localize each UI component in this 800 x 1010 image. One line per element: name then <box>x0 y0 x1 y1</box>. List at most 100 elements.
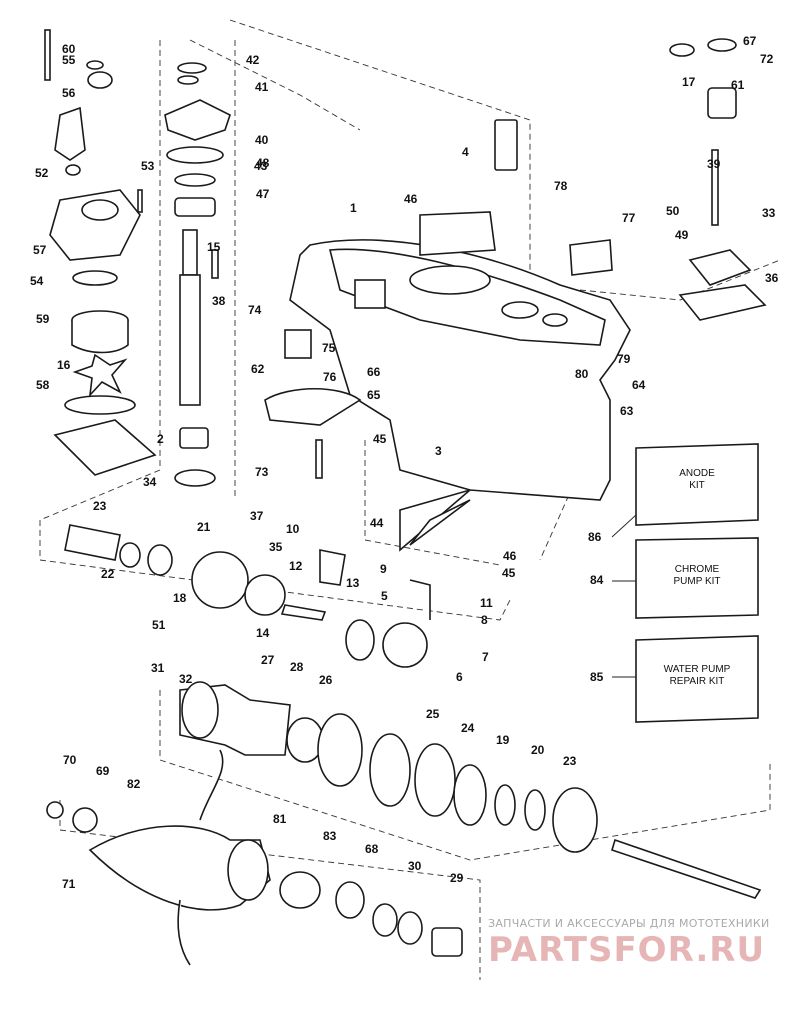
watermark-caption: ЗАПЧАСТИ И АКСЕССУАРЫ ДЛЯ МОТОТЕХНИКИ <box>488 917 770 930</box>
callout-1: 1 <box>350 201 357 215</box>
callout-85: 85 <box>590 670 604 684</box>
callout-46: 46 <box>503 549 517 563</box>
callout-38: 38 <box>212 294 226 308</box>
callout-17: 17 <box>682 75 696 89</box>
callout-24: 24 <box>461 721 475 735</box>
callout-50: 50 <box>666 204 680 218</box>
callout-70: 70 <box>63 753 77 767</box>
callout-12: 12 <box>289 559 303 573</box>
callout-83: 83 <box>323 829 337 843</box>
callout-43: 43 <box>254 159 268 173</box>
callout-45: 45 <box>373 432 387 446</box>
callout-47: 47 <box>256 187 270 201</box>
callout-72: 72 <box>760 52 774 66</box>
callout-86: 86 <box>588 530 602 544</box>
callout-76: 76 <box>323 370 337 384</box>
watermark-logo: PARTSFOR.RU <box>488 930 766 970</box>
callout-41: 41 <box>255 80 269 94</box>
callout-73: 73 <box>255 465 269 479</box>
callout-14: 14 <box>256 626 270 640</box>
callout-31: 31 <box>151 661 165 675</box>
callout-63: 63 <box>620 404 634 418</box>
kit-chrome-line2: PUMP KIT <box>673 576 720 587</box>
callout-81: 81 <box>273 812 287 826</box>
callout-8: 8 <box>481 613 488 627</box>
callout-11: 11 <box>480 596 493 610</box>
callout-84: 84 <box>590 573 604 587</box>
callout-48: 48 <box>256 156 270 170</box>
callout-33: 33 <box>762 206 776 220</box>
callout-80: 80 <box>575 367 589 381</box>
callout-34: 34 <box>143 475 157 489</box>
callout-9: 9 <box>380 562 387 576</box>
callout-66: 66 <box>367 365 381 379</box>
callout-16: 16 <box>57 358 71 372</box>
callout-13: 13 <box>346 576 360 590</box>
kit-water-pump-box: WATER PUMP REPAIR KIT <box>635 635 759 723</box>
callout-40: 40 <box>255 133 269 147</box>
drive-shaft-stack <box>164 62 231 487</box>
callout-18: 18 <box>173 591 187 605</box>
callout-30: 30 <box>408 859 422 873</box>
callout-42: 42 <box>246 53 260 67</box>
callout-2: 2 <box>157 432 164 446</box>
callout-26: 26 <box>319 673 333 687</box>
callout-75: 75 <box>322 341 336 355</box>
callout-54: 54 <box>30 274 44 288</box>
callout-5: 5 <box>381 589 388 603</box>
callout-10: 10 <box>286 522 300 536</box>
right-side-parts <box>264 38 767 479</box>
callout-25: 25 <box>426 707 440 721</box>
callout-52: 52 <box>35 166 49 180</box>
callout-71: 71 <box>62 877 76 891</box>
callout-57: 57 <box>33 243 47 257</box>
callout-55: 55 <box>62 53 76 67</box>
callout-23: 23 <box>563 754 577 768</box>
callout-62: 62 <box>251 362 265 376</box>
callout-22: 22 <box>101 567 115 581</box>
callout-64: 64 <box>632 378 646 392</box>
kit-chrome-line1: CHROME <box>675 564 720 575</box>
callout-68: 68 <box>365 842 379 856</box>
callout-23: 23 <box>93 499 107 513</box>
callout-46: 46 <box>404 192 418 206</box>
callout-7: 7 <box>482 650 489 664</box>
callout-79: 79 <box>617 352 631 366</box>
kit-water-pump-line1: WATER PUMP <box>664 664 731 675</box>
kit-anode-line2: KIT <box>689 480 705 491</box>
callout-78: 78 <box>554 179 568 193</box>
kit-anode-line1: ANODE <box>679 468 715 479</box>
gearcase-housing <box>289 239 631 552</box>
callout-59: 59 <box>36 312 50 326</box>
callout-44: 44 <box>370 516 384 530</box>
callout-77: 77 <box>622 211 636 225</box>
callout-56: 56 <box>62 86 76 100</box>
callout-21: 21 <box>197 520 211 534</box>
callout-61: 61 <box>731 78 745 92</box>
propeller-shaft-assembly <box>64 524 431 668</box>
callout-36: 36 <box>765 271 779 285</box>
callout-28: 28 <box>290 660 304 674</box>
callout-15: 15 <box>207 240 221 254</box>
callout-3: 3 <box>435 444 442 458</box>
callout-53: 53 <box>141 159 155 173</box>
kit-chrome-box: CHROME PUMP KIT <box>635 537 759 619</box>
callout-65: 65 <box>367 388 381 402</box>
callout-39: 39 <box>707 157 721 171</box>
callout-27: 27 <box>261 653 275 667</box>
callout-67: 67 <box>743 34 757 48</box>
callout-37: 37 <box>250 509 264 523</box>
kit-leader-lines <box>611 514 637 678</box>
callout-45: 45 <box>502 566 516 580</box>
callout-74: 74 <box>248 303 262 317</box>
bearing-housing-parts <box>179 681 762 957</box>
kit-water-pump-line2: REPAIR KIT <box>670 676 725 687</box>
propeller <box>46 749 271 966</box>
callout-19: 19 <box>496 733 510 747</box>
callout-35: 35 <box>269 540 283 554</box>
kit-anode-box: ANODE KIT <box>635 443 759 526</box>
callout-69: 69 <box>96 764 110 778</box>
callout-58: 58 <box>36 378 50 392</box>
callout-20: 20 <box>531 743 545 757</box>
